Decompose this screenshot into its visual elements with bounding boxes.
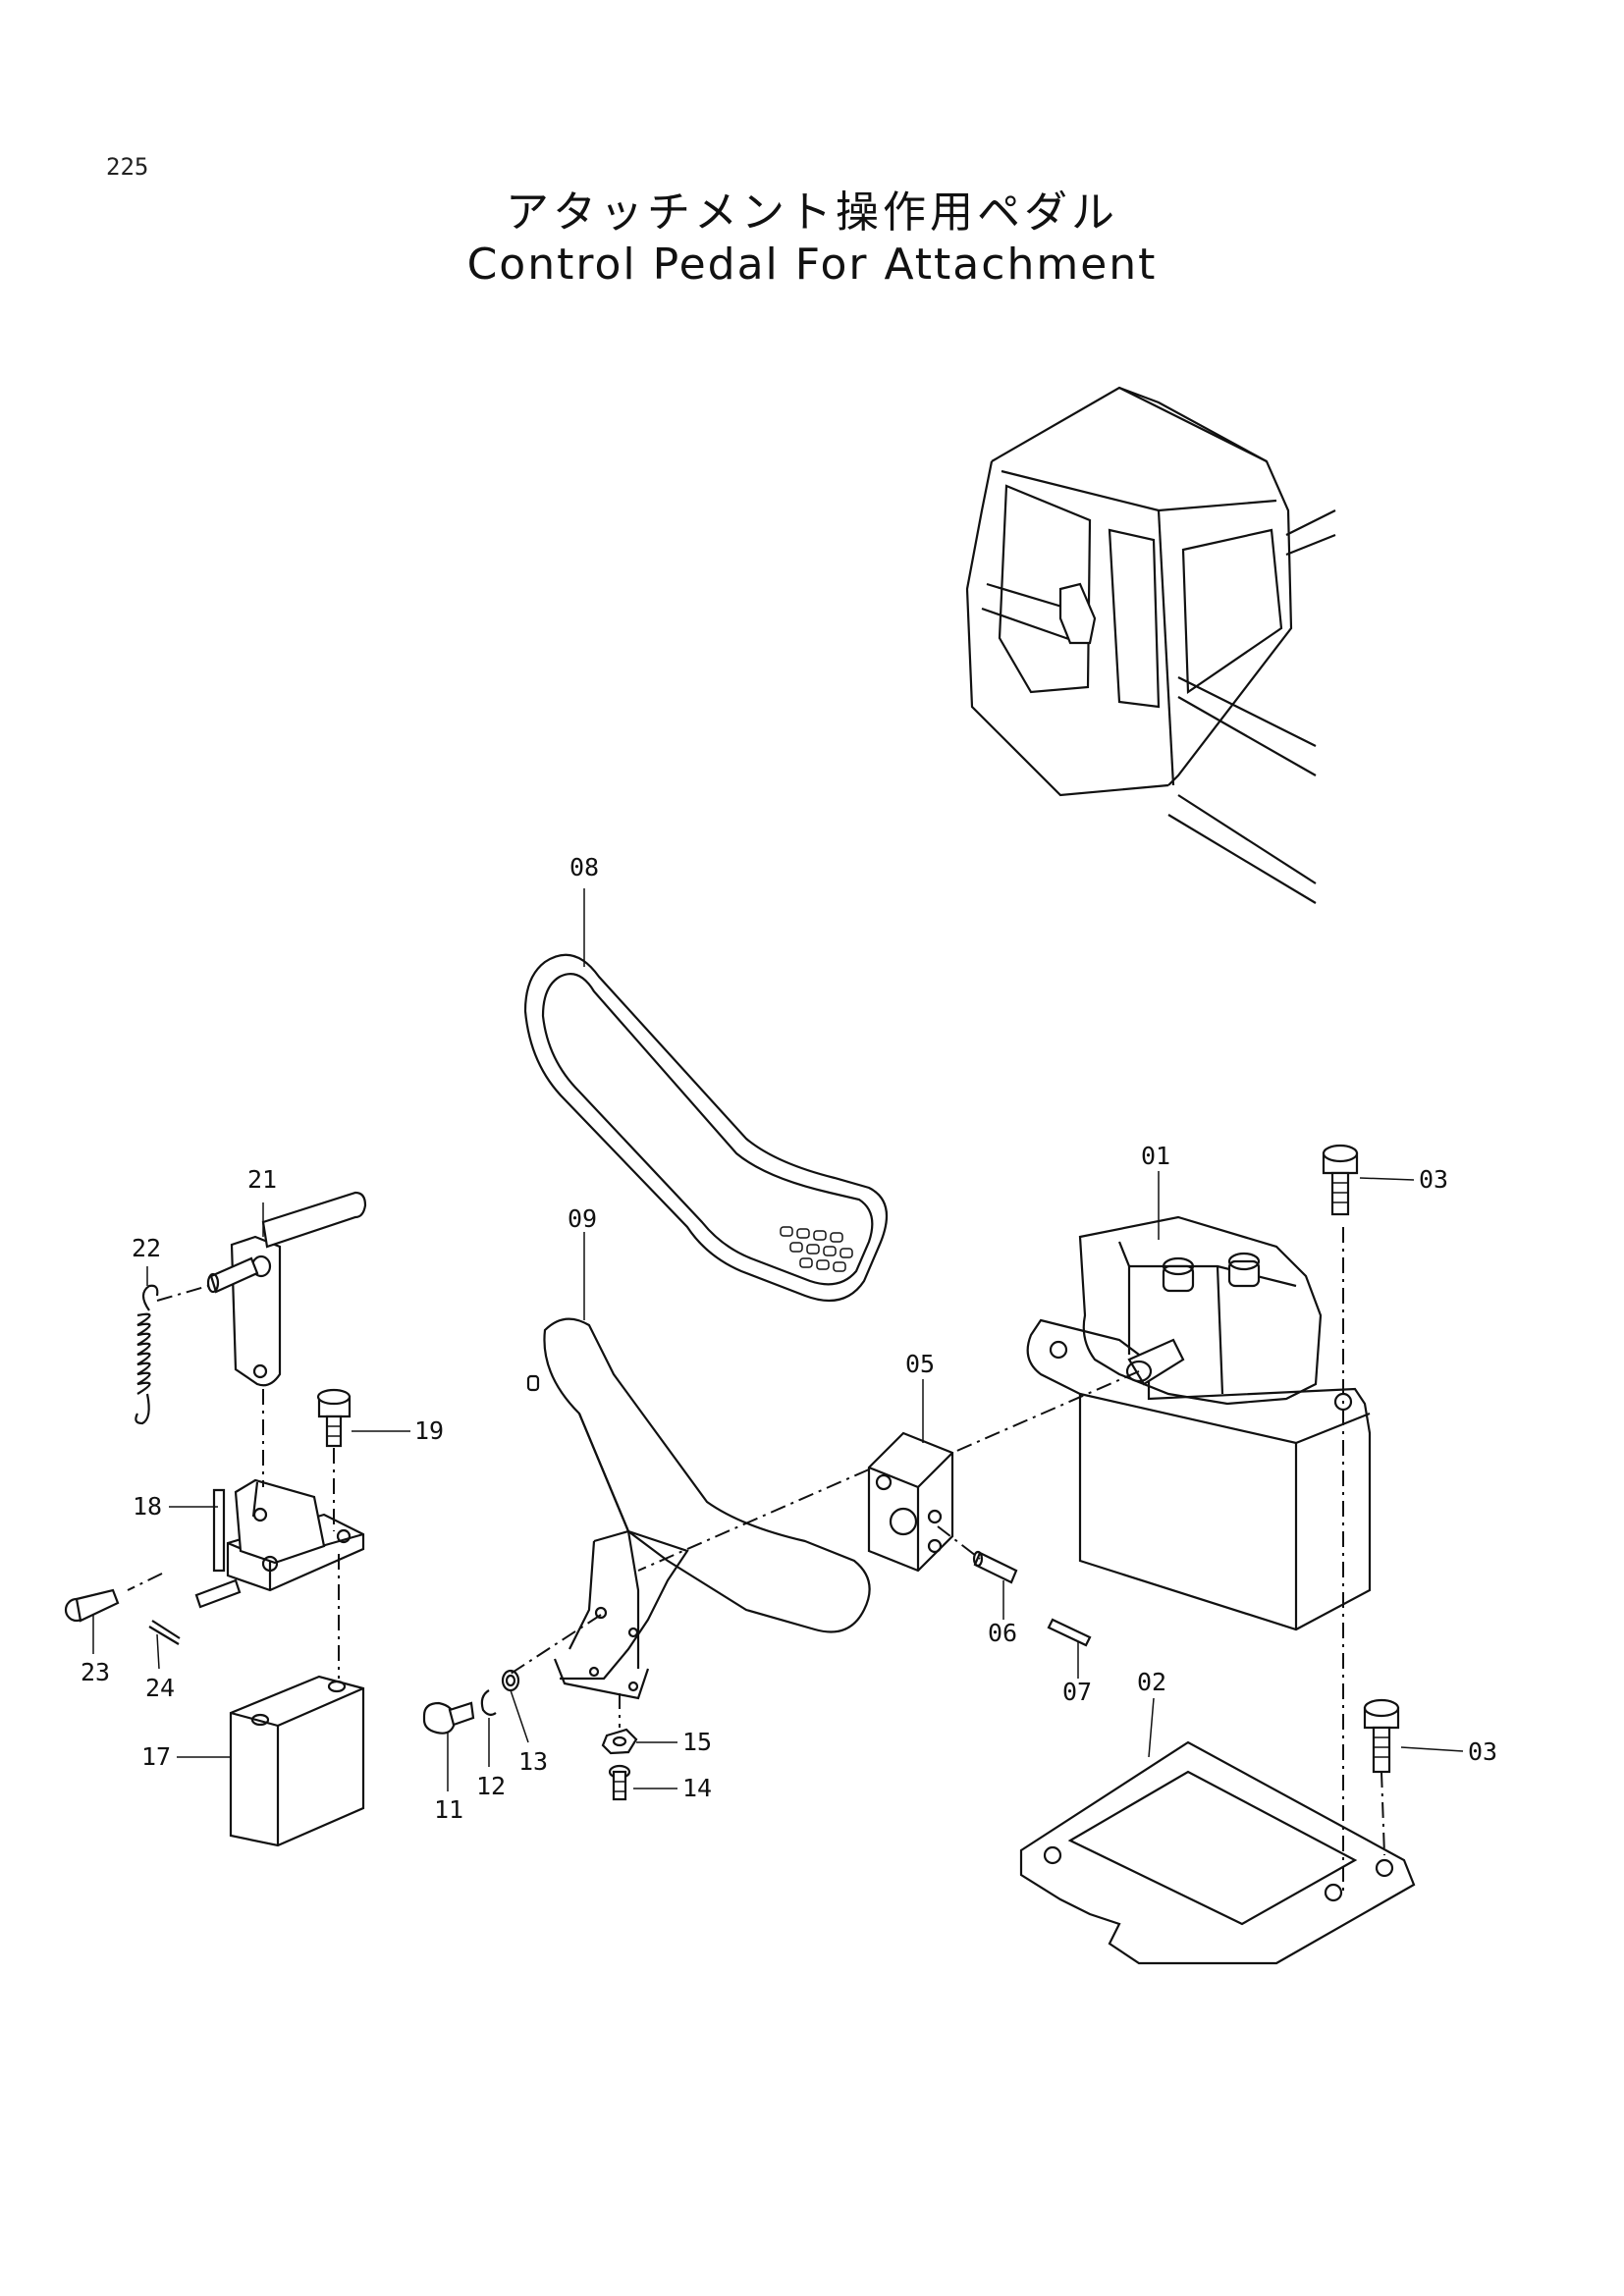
pin-part-06 xyxy=(972,1550,1018,1584)
part-label-03-lower: 03 xyxy=(1468,1737,1497,1766)
part-label-11: 11 xyxy=(434,1795,463,1824)
part-label-03-upper: 03 xyxy=(1419,1165,1448,1194)
part-label-23: 23 xyxy=(81,1658,110,1686)
part-label-07: 07 xyxy=(1062,1678,1092,1706)
pedal-cover-part-08 xyxy=(523,953,889,1303)
bolt-part-03-upper xyxy=(1322,1144,1359,1216)
pin-part-07 xyxy=(1047,1618,1092,1647)
part-label-02: 02 xyxy=(1137,1668,1166,1696)
bracket-part-18 xyxy=(194,1478,365,1609)
assembly-center-lines xyxy=(127,1227,1385,1895)
part-label-21: 21 xyxy=(247,1165,277,1194)
mounting-plate-part-02 xyxy=(1019,1740,1416,1965)
cotter-pin-part-24 xyxy=(148,1620,181,1645)
pin-part-23 xyxy=(64,1588,120,1623)
bolt-part-19 xyxy=(316,1388,352,1448)
screw-part-14 xyxy=(608,1764,631,1801)
page-number: 225 xyxy=(106,153,149,181)
part-label-13: 13 xyxy=(518,1747,548,1776)
lever-part-21 xyxy=(206,1191,367,1387)
block-part-17 xyxy=(229,1675,365,1847)
part-label-01: 01 xyxy=(1141,1142,1170,1170)
spring-part-22 xyxy=(135,1284,159,1425)
washer-part-13 xyxy=(501,1669,520,1692)
cab-location-illustration xyxy=(965,386,1336,904)
part-label-14: 14 xyxy=(682,1774,712,1802)
part-label-09: 09 xyxy=(568,1204,597,1233)
part-label-24: 24 xyxy=(145,1674,175,1702)
part-label-05: 05 xyxy=(905,1350,935,1378)
bolt-part-11 xyxy=(422,1701,475,1735)
part-label-19: 19 xyxy=(414,1416,444,1445)
part-label-15: 15 xyxy=(682,1728,712,1756)
pedal-valve-part-01 xyxy=(1026,1215,1372,1631)
part-label-17: 17 xyxy=(141,1742,171,1771)
snap-ring-part-12 xyxy=(480,1689,497,1717)
part-label-18: 18 xyxy=(133,1492,162,1521)
page-title-japanese: アタッチメント操作用ペダル xyxy=(506,187,1118,238)
leader-lines xyxy=(92,888,1464,1791)
part-label-08: 08 xyxy=(569,853,599,881)
part-label-12: 12 xyxy=(476,1772,506,1800)
nut-part-15 xyxy=(601,1728,638,1755)
page-title-english: Control Pedal For Attachment xyxy=(466,240,1158,290)
pedal-part-09 xyxy=(526,1317,871,1700)
block-part-05 xyxy=(867,1431,954,1573)
part-label-06: 06 xyxy=(988,1619,1017,1647)
bolt-part-03-lower xyxy=(1363,1698,1400,1774)
part-labels: 01 02 03 03 05 06 07 08 09 11 12 13 14 1… xyxy=(81,853,1497,1824)
part-label-22: 22 xyxy=(132,1234,161,1262)
